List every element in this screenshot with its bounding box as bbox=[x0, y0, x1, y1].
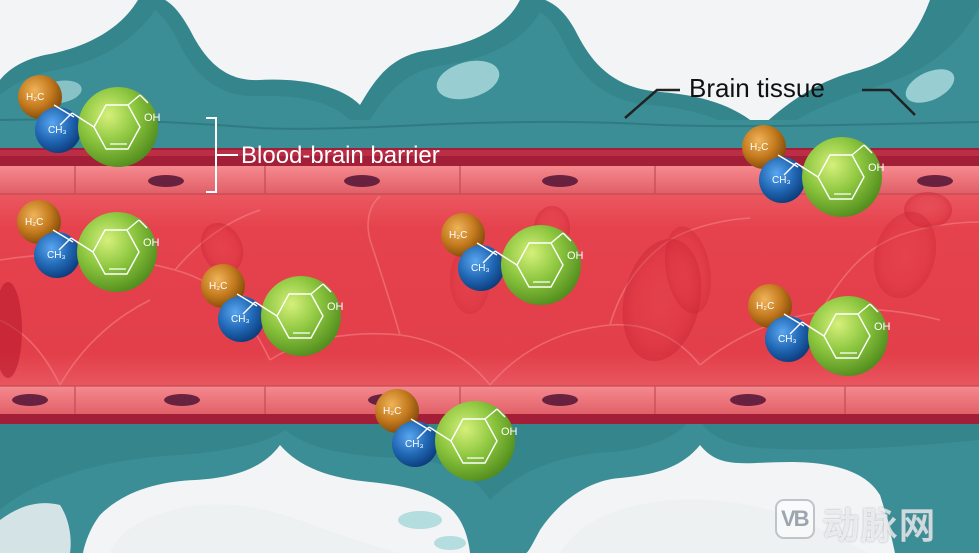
molecule: OH H₂C CH₃ bbox=[741, 124, 885, 218]
h2c-label: H₂C bbox=[449, 230, 467, 241]
ch3-label: CH₃ bbox=[405, 439, 424, 450]
upper-brain-tissue bbox=[0, 0, 979, 150]
h2c-label: H₂C bbox=[383, 406, 401, 417]
ch3-label: CH₃ bbox=[772, 175, 791, 186]
h2c-label: H₂C bbox=[26, 92, 44, 103]
ch3-label: CH₃ bbox=[231, 314, 250, 325]
watermark: VB 动脉网 bbox=[775, 497, 971, 547]
h2c-label: H₂C bbox=[209, 281, 227, 292]
red-blood-cells bbox=[0, 192, 952, 378]
barrier-label: Blood-brain barrier bbox=[241, 142, 440, 169]
ch3-label: CH₃ bbox=[47, 250, 66, 261]
oh-label: OH bbox=[501, 426, 518, 438]
oh-label: OH bbox=[144, 112, 161, 124]
brain-tissue-label: Brain tissue bbox=[689, 73, 825, 103]
molecules: OH H₂C CH₃ OH H₂C CH₃ OH H₂C CH₃ OH H₂C … bbox=[16, 74, 891, 482]
h2c-label: H₂C bbox=[750, 142, 768, 153]
ch3-label: CH₃ bbox=[471, 263, 490, 274]
oh-label: OH bbox=[327, 301, 344, 313]
molecule: OH H₂C CH₃ bbox=[200, 263, 344, 357]
barrier-callout: Blood-brain barrier bbox=[206, 117, 440, 193]
oh-label: OH bbox=[868, 162, 885, 174]
molecule: OH H₂C CH₃ bbox=[16, 199, 160, 293]
oh-label: OH bbox=[143, 237, 160, 249]
brain-tissue-callout: Brain tissue bbox=[624, 73, 916, 119]
molecule: OH H₂C CH₃ bbox=[17, 74, 161, 168]
molecule: OH H₂C CH₃ bbox=[747, 283, 891, 377]
watermark-logo-icon: VB bbox=[775, 499, 815, 539]
oh-label: OH bbox=[874, 321, 891, 333]
ch3-label: CH₃ bbox=[778, 334, 797, 345]
ch3-label: CH₃ bbox=[48, 125, 67, 136]
oh-label: OH bbox=[567, 250, 584, 262]
molecule: OH H₂C CH₃ bbox=[374, 388, 518, 482]
h2c-label: H₂C bbox=[756, 301, 774, 312]
molecule: OH H₂C CH₃ bbox=[440, 212, 584, 306]
h2c-label: H₂C bbox=[25, 217, 43, 228]
watermark-text: 动脉网 bbox=[823, 506, 938, 547]
